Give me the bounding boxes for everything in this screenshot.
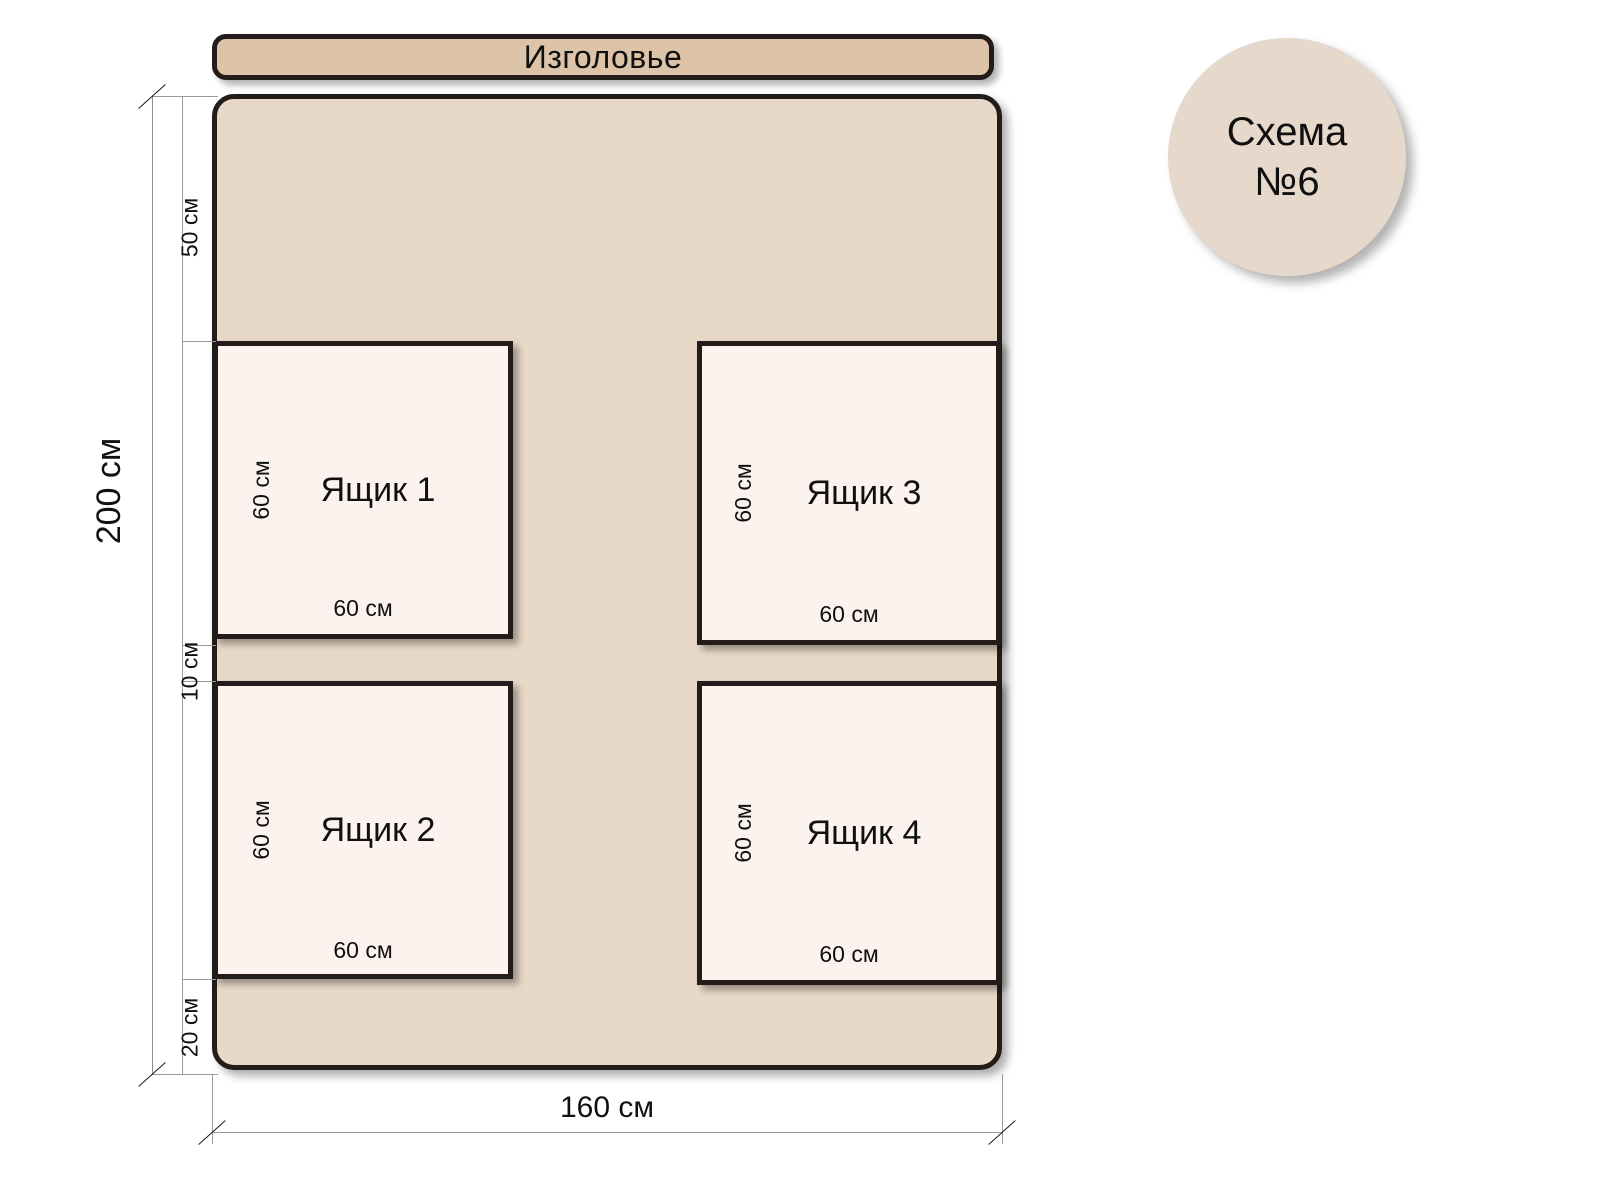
drawer-1: 60 см Ящик 1 60 см — [213, 341, 513, 639]
drawer-2-width-label: 60 см — [333, 937, 393, 963]
total-height-label: 200 см — [90, 437, 128, 545]
segment-dimension-line — [182, 96, 183, 1074]
scheme-badge-number: №6 — [1254, 160, 1320, 204]
drawer-4: 60 см Ящик 4 60 см — [697, 681, 1001, 985]
total-width-dimension-line — [212, 1132, 1002, 1133]
drawer-4-width-label: 60 см — [819, 941, 879, 967]
drawer-3-label: Ящик 3 — [806, 474, 922, 512]
drawer-2: 60 см Ящик 2 60 см — [213, 681, 513, 979]
headboard-label: Изголовье — [523, 39, 683, 75]
dimension-extension-top — [152, 96, 218, 97]
dimension-extension-bottom — [152, 1074, 218, 1075]
middle-gap-label: 10 см — [176, 641, 203, 702]
total-height-dimension-line — [152, 96, 153, 1074]
drawer-4-label: Ящик 4 — [806, 814, 922, 852]
segment-extension-20 — [182, 979, 216, 980]
drawer-1-width-label: 60 см — [333, 595, 393, 621]
scheme-badge: Схема №6 — [1168, 38, 1406, 276]
bottom-margin-label: 20 см — [176, 997, 203, 1058]
segment-extension-gap-bottom — [182, 681, 216, 682]
segment-extension-gap-top — [182, 645, 216, 646]
drawer-1-label: Ящик 1 — [320, 471, 436, 509]
headboard-bar: Изголовье — [212, 34, 994, 80]
width-extension-right — [1002, 1074, 1003, 1144]
width-extension-left — [212, 1074, 213, 1144]
segment-extension-50 — [182, 341, 216, 342]
total-width-label: 160 см — [559, 1091, 654, 1124]
drawer-2-label: Ящик 2 — [320, 811, 436, 849]
drawer-3-width-label: 60 см — [819, 601, 879, 627]
top-margin-label: 50 см — [176, 197, 203, 258]
drawer-3: 60 см Ящик 3 60 см — [697, 341, 1001, 645]
scheme-badge-title: Схема — [1226, 110, 1348, 154]
